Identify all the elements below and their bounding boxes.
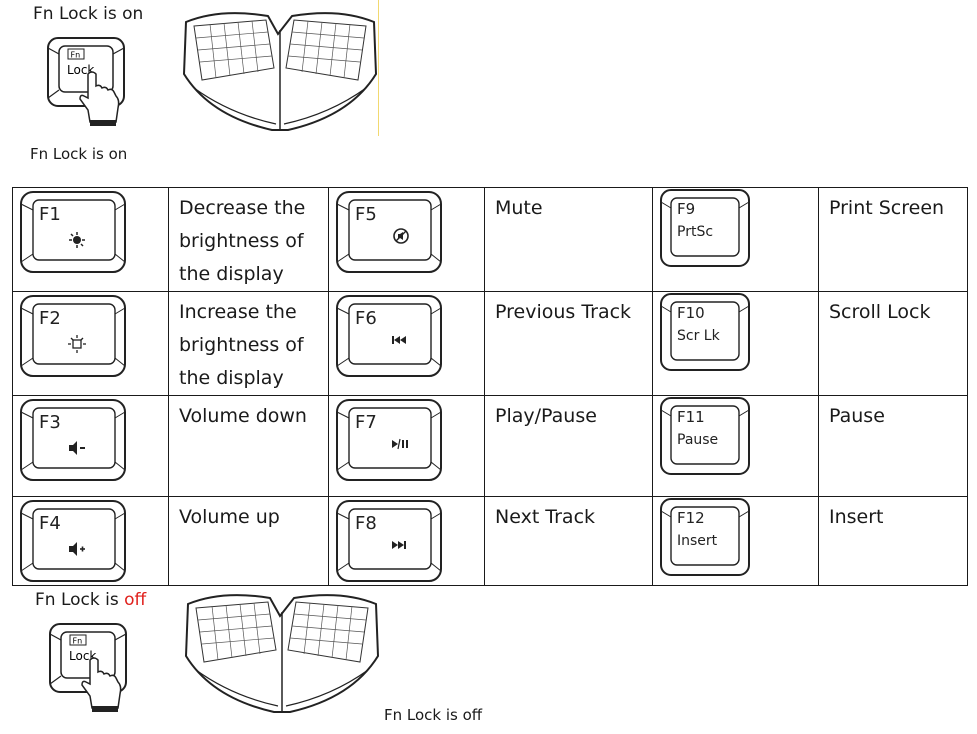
function-key-table: F1 Decrease the brightness of the display… bbox=[12, 187, 968, 586]
key-label: F2 bbox=[39, 308, 61, 329]
brightness-up-icon bbox=[68, 335, 86, 353]
fn-lock-on-title: Fn Lock is on bbox=[33, 4, 144, 24]
ergonomic-keyboard-top bbox=[180, 4, 380, 138]
fn-key-label: Fn bbox=[73, 637, 83, 646]
key-sub-label: Pause bbox=[677, 432, 718, 448]
volume-down-icon bbox=[69, 441, 85, 455]
key-cell: F1 bbox=[12, 187, 169, 292]
keycap-1-0: F2 bbox=[20, 295, 126, 377]
key-description: Increase the brightness of the display bbox=[168, 291, 329, 396]
key-description: Play/Pause bbox=[484, 395, 653, 497]
fn-lock-key-on: Fn Lock bbox=[46, 36, 128, 132]
divider-line bbox=[378, 0, 379, 136]
key-cell: F8 bbox=[328, 496, 485, 586]
play-pause-icon bbox=[392, 438, 408, 450]
key-label: F12 bbox=[677, 509, 705, 527]
key-label: F3 bbox=[39, 412, 61, 433]
key-cell: F2 bbox=[12, 291, 169, 396]
previous-track-icon bbox=[392, 336, 406, 344]
key-description: Volume up bbox=[168, 496, 329, 586]
key-description: Pause bbox=[818, 395, 968, 497]
key-description: Scroll Lock bbox=[818, 291, 968, 396]
keycap-3-1: F8 bbox=[336, 500, 442, 582]
keycap-3-0: F4 bbox=[20, 500, 126, 582]
mute-icon bbox=[393, 228, 409, 244]
key-label: F5 bbox=[355, 204, 377, 225]
key-cell: F3 bbox=[12, 395, 169, 497]
fn-lock-key-off: Fn Lock bbox=[48, 622, 130, 718]
keycap-1-1: F6 bbox=[336, 295, 442, 377]
table-row: F1 Decrease the brightness of the display… bbox=[12, 187, 968, 292]
key-label: F7 bbox=[355, 412, 377, 433]
key-description: Previous Track bbox=[484, 291, 653, 396]
key-description: Next Track bbox=[484, 496, 653, 586]
keycap-0-1: F5 bbox=[336, 191, 442, 273]
volume-up-icon bbox=[69, 542, 85, 556]
key-description: Decrease the brightness of the display bbox=[168, 187, 329, 292]
key-label: F6 bbox=[355, 308, 377, 329]
key-cell: F7 bbox=[328, 395, 485, 497]
key-label: F8 bbox=[355, 513, 377, 534]
key-sub-label: Scr Lk bbox=[677, 328, 721, 344]
key-description: Insert bbox=[818, 496, 968, 586]
key-label: F1 bbox=[39, 204, 61, 225]
fn-lock-on-caption: Fn Lock is on bbox=[30, 145, 128, 163]
next-track-icon bbox=[392, 541, 406, 549]
key-label: F11 bbox=[677, 408, 705, 426]
keycap-2-0: F3 bbox=[20, 399, 126, 481]
key-cell: F6 bbox=[328, 291, 485, 396]
brightness-down-icon bbox=[69, 232, 85, 248]
key-sub-label: Insert bbox=[677, 533, 718, 549]
key-description: Volume down bbox=[168, 395, 329, 497]
key-label: F4 bbox=[39, 513, 61, 534]
fn-lock-off-prefix: Fn Lock is bbox=[35, 590, 125, 610]
key-sub-label: PrtSc bbox=[677, 224, 713, 240]
key-cell: F4 bbox=[12, 496, 169, 586]
key-label: F10 bbox=[677, 304, 705, 322]
fn-lock-off-state: off bbox=[124, 590, 147, 610]
fn-key-label: Fn bbox=[71, 51, 81, 60]
fn-lock-off-caption: Fn Lock is off bbox=[384, 706, 483, 724]
key-cell: F5 bbox=[328, 187, 485, 292]
table-row: F2 Increase the brightness of the display… bbox=[12, 291, 968, 396]
keycap-2-1: F7 bbox=[336, 399, 442, 481]
key-label: F9 bbox=[677, 200, 695, 218]
keycap-0-0: F1 bbox=[20, 191, 126, 273]
key-description: Mute bbox=[484, 187, 653, 292]
ergonomic-keyboard-bottom bbox=[182, 586, 382, 720]
fn-lock-off-title: Fn Lock is off bbox=[35, 590, 146, 610]
key-description: Print Screen bbox=[818, 187, 968, 292]
